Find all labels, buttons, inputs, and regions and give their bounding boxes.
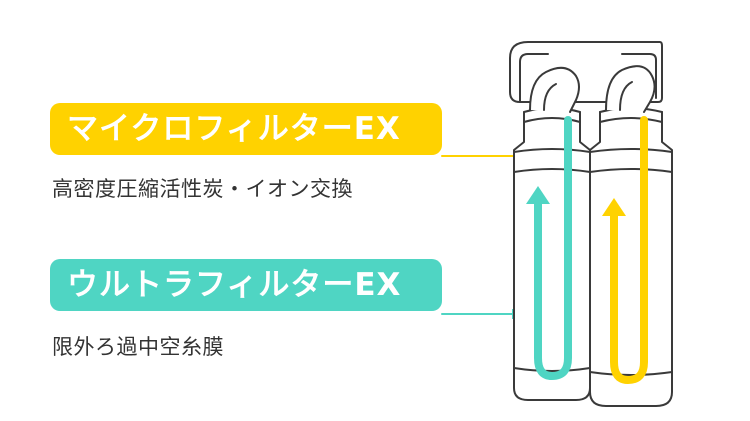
ultra-filter-cartridge	[513, 66, 591, 401]
micro-filter-title-badge: マイクロフィルターEX	[50, 103, 442, 155]
ultra-filter-title-badge: ウルトラフィルターEX	[50, 259, 442, 311]
micro-filter-flow-arrow	[602, 116, 648, 384]
micro-filter-cartridge	[589, 65, 673, 407]
micro-filter-description: 高密度圧縮活性炭・イオン交換	[52, 177, 353, 201]
ultra-filter-description: 限外ろ過中空糸膜	[52, 335, 224, 359]
ultra-filter-flow-arrow	[526, 116, 572, 380]
